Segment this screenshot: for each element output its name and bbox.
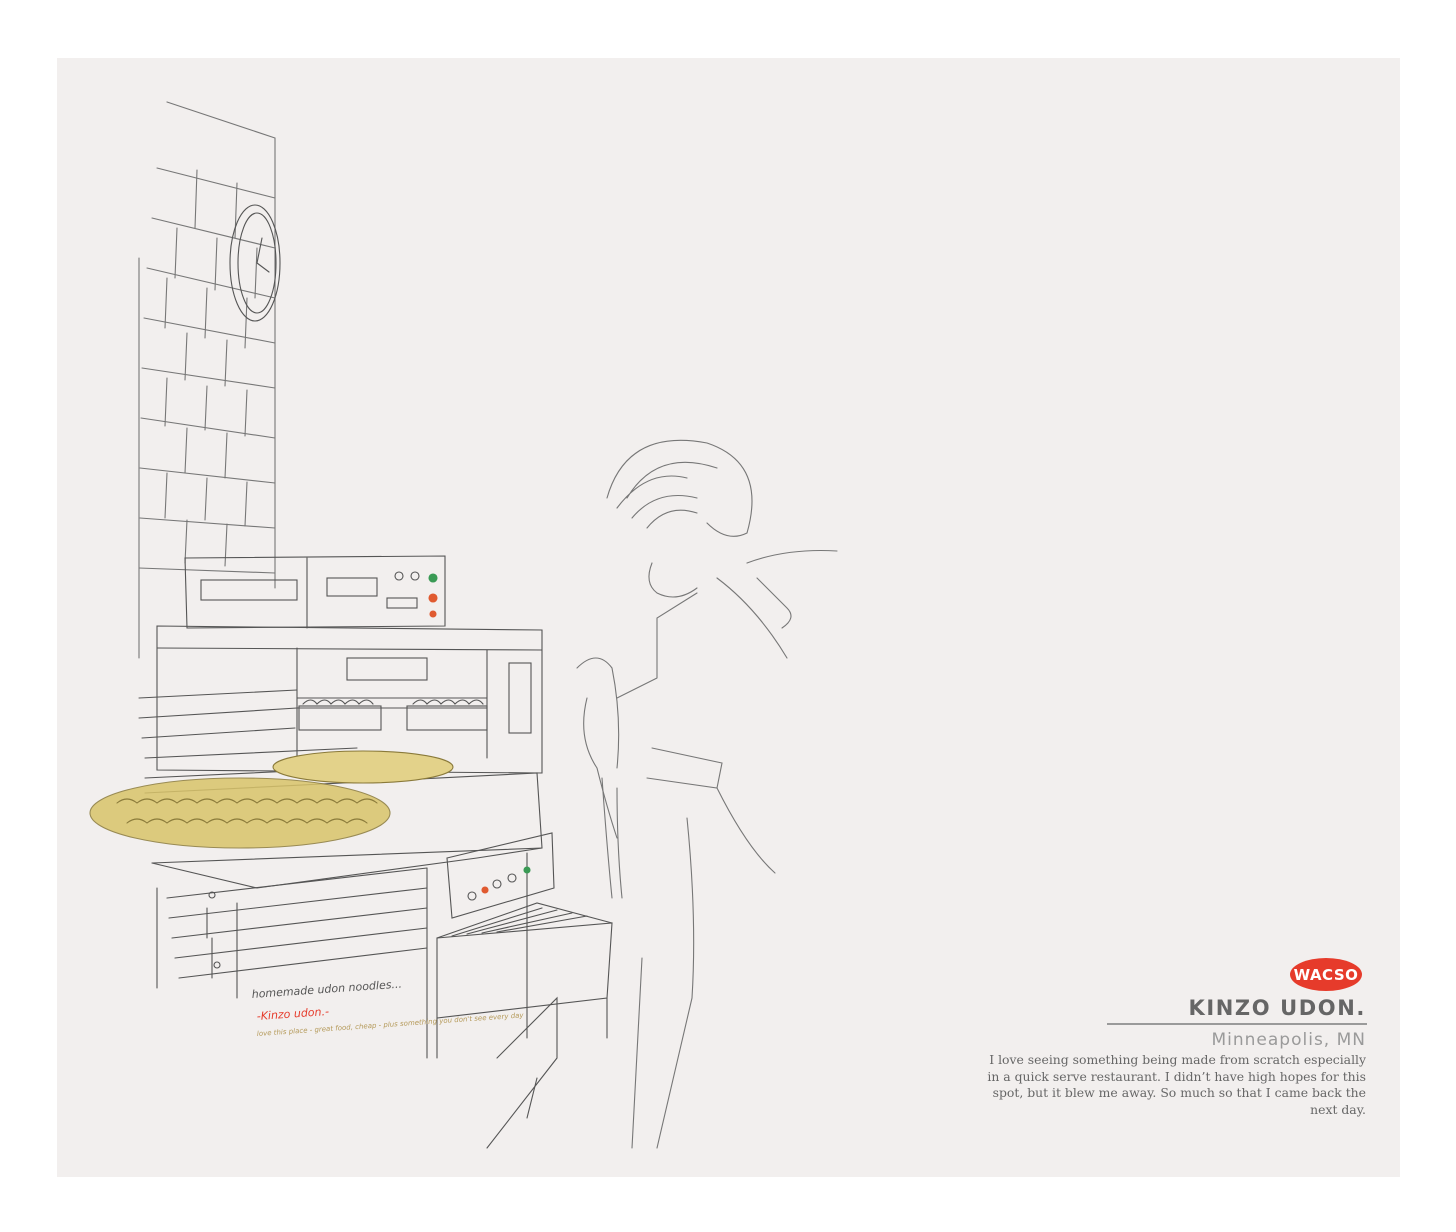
conveyor-oven bbox=[138, 625, 613, 1149]
location-label: Minneapolis, MN bbox=[1211, 1030, 1366, 1050]
udon-noodles bbox=[89, 750, 454, 849]
review-text: I love seeing something being made from … bbox=[987, 1052, 1366, 1117]
brick-wall bbox=[138, 101, 276, 659]
sketch-note-line-2: -Kinzo udon.- bbox=[256, 1005, 329, 1023]
wacso-logo: WACSO bbox=[1290, 958, 1362, 991]
control-panel-top bbox=[184, 555, 446, 629]
kitchen-illustration: homemade udon noodles... -Kinzo udon.- l… bbox=[89, 101, 838, 1149]
chef-figure bbox=[576, 439, 838, 1149]
poster-card: homemade udon noodles... -Kinzo udon.- l… bbox=[57, 58, 1400, 1177]
title-divider bbox=[1107, 1023, 1367, 1025]
wall-clock-icon bbox=[229, 204, 281, 322]
sketch-note-line-1: homemade udon noodles... bbox=[251, 978, 402, 1001]
restaurant-title: KINZO UDON. bbox=[1188, 996, 1366, 1020]
sketch-notes: homemade udon noodles... -Kinzo udon.- l… bbox=[251, 978, 524, 1038]
